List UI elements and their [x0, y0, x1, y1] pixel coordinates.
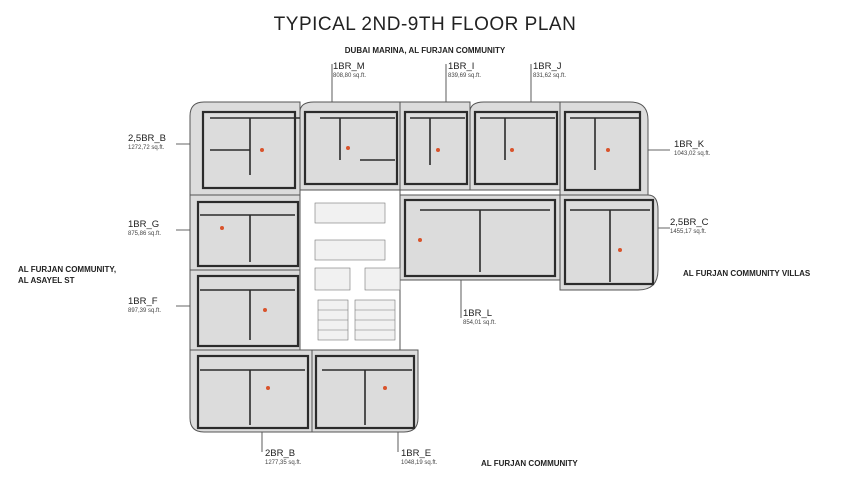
unit-label-2-5br-b: 2,5BR_B 1272,72 sq.ft.: [128, 133, 166, 152]
unit-label-1br-j: 1BR_J 831,62 sq.ft.: [533, 61, 566, 80]
unit-code: 1BR_J: [533, 61, 562, 72]
unit-label-2br-b: 2BR_B 1277,35 sq.ft.: [265, 448, 301, 467]
unit-1br-m-i: [299, 101, 401, 191]
accent-dots: [220, 146, 622, 390]
unit-area: 1272,72 sq.ft.: [128, 145, 165, 151]
unit-1br-g: [189, 194, 301, 271]
unit-area: 854,01 sq.ft.: [463, 320, 497, 326]
unit-label-1br-f: 1BR_F 897,39 sq.ft.: [128, 296, 161, 315]
side-label-left: AL FURJAN COMMUNITY, AL ASAYEL ST: [18, 264, 116, 286]
unit-code: 1BR_E: [401, 448, 432, 459]
unit-2-5br-c: [559, 194, 659, 291]
unit-1br-k: [559, 101, 649, 196]
unit-area: 1455,17 sq.ft.: [670, 229, 707, 235]
unit-area: 808,80 sq.ft.: [333, 73, 367, 79]
unit-code: 1BR_K: [674, 139, 705, 150]
unit-code: 2,5BR_C: [670, 217, 709, 228]
unit-label-1br-l: 1BR_L 854,01 sq.ft.: [463, 308, 496, 327]
side-label-left-line1: AL FURJAN COMMUNITY,: [18, 265, 117, 274]
side-label-right: AL FURJAN COMMUNITY VILLAS: [683, 269, 811, 278]
unit-area: 1277,35 sq.ft.: [265, 460, 302, 466]
side-label-bottom: AL FURJAN COMMUNITY: [481, 459, 578, 468]
unit-area: 897,39 sq.ft.: [128, 308, 162, 314]
unit-2-5br-b: [189, 101, 301, 196]
unit-label-1br-g: 1BR_G 875,86 sq.ft.: [128, 219, 161, 238]
unit-code: 1BR_G: [128, 219, 160, 230]
side-label-left-line2: AL ASAYEL ST: [18, 276, 75, 285]
unit-area: 1048,19 sq.ft.: [401, 460, 438, 466]
unit-1br-j: [469, 101, 561, 191]
unit-1br-i: [399, 101, 471, 191]
interior-walls: [200, 117, 650, 425]
unit-label-1br-e: 1BR_E 1048,19 sq.ft.: [401, 448, 437, 467]
unit-area: 1043,02 sq.ft.: [674, 151, 711, 157]
unit-1br-f: [189, 269, 301, 351]
unit-code: 1BR_M: [333, 61, 365, 72]
unit-label-1br-m: 1BR_M 808,80 sq.ft.: [333, 61, 366, 80]
unit-code: 1BR_F: [128, 296, 158, 307]
unit-label-1br-i: 1BR_I 839,69 sq.ft.: [448, 61, 481, 80]
unit-code: 1BR_L: [463, 308, 493, 319]
core-details: [314, 202, 401, 341]
unit-code: 2,5BR_B: [128, 133, 167, 144]
unit-area: 831,62 sq.ft.: [533, 73, 567, 79]
unit-code: 1BR_I: [448, 61, 475, 72]
side-label-top: DUBAI MARINA, AL FURJAN COMMUNITY: [344, 46, 506, 55]
unit-code: 2BR_B: [265, 448, 296, 459]
unit-label-2-5br-c: 2,5BR_C 1455,17 sq.ft.: [670, 217, 709, 236]
unit-area: 839,69 sq.ft.: [448, 73, 482, 79]
unit-2br-b: [189, 349, 313, 433]
plan-title: TYPICAL 2ND-9TH FLOOR PLAN: [273, 14, 577, 35]
unit-label-1br-k: 1BR_K 1043,02 sq.ft.: [674, 139, 710, 158]
unit-area: 875,86 sq.ft.: [128, 231, 162, 237]
outer-walls: [196, 110, 655, 430]
